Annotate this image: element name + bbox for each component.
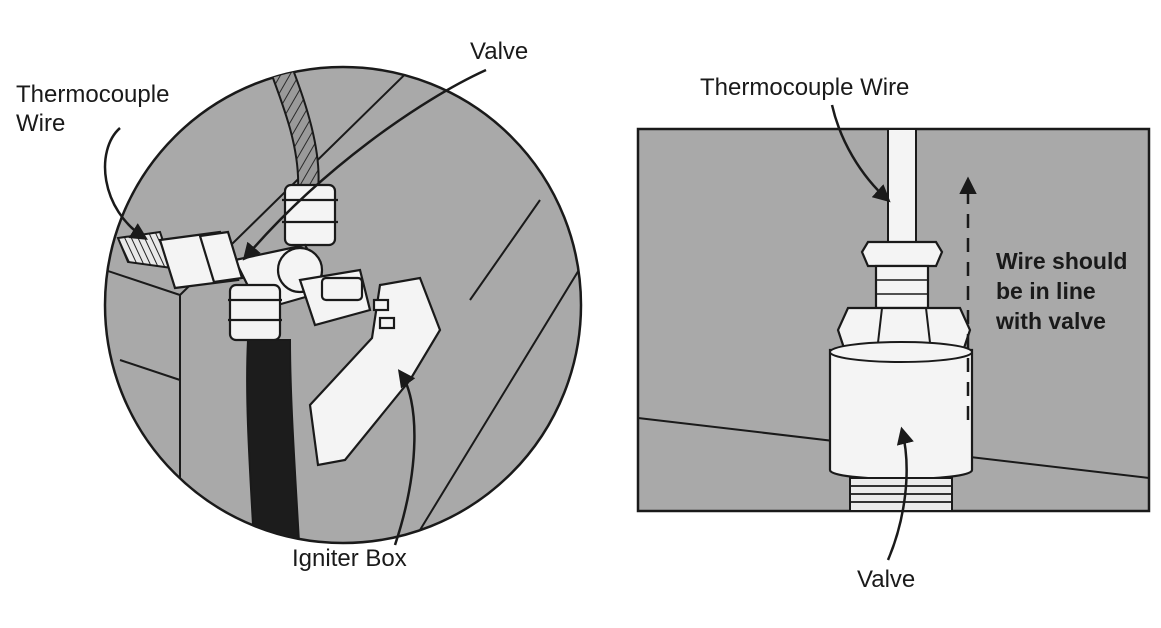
label-thermocouple-right: Thermocouple Wire [700, 74, 910, 101]
leader-arrow-thermocouple [103, 127, 148, 240]
gas-hose [246, 339, 302, 543]
leader-arrow-valve-right [886, 426, 914, 561]
igniter-box-shape [308, 276, 442, 467]
label-thermocouple-left-line2: Wire [16, 110, 66, 137]
left-detail-view [103, 65, 583, 546]
nut-collar [874, 264, 930, 310]
label-igniter-box: Igniter Box [292, 545, 407, 572]
right-detail-view [636, 104, 1151, 561]
leader-arrow-valve [242, 68, 487, 261]
label-valve-right: Valve [857, 566, 916, 593]
alignment-note-line3: with valve [996, 308, 1106, 334]
leader-arrow-thermocouple-right [830, 104, 891, 203]
label-valve-left: Valve [470, 38, 529, 65]
alignment-note-line2: be in line [996, 278, 1096, 304]
alignment-note-line1: Wire should [996, 248, 1128, 274]
leader-arrow-igniter [393, 369, 416, 546]
valve-assembly [158, 183, 372, 342]
small-nut [860, 240, 944, 268]
label-thermocouple-left-line1: Thermocouple [16, 81, 170, 108]
valve-cylinder [828, 348, 974, 481]
thermocouple-wire [887, 128, 917, 252]
